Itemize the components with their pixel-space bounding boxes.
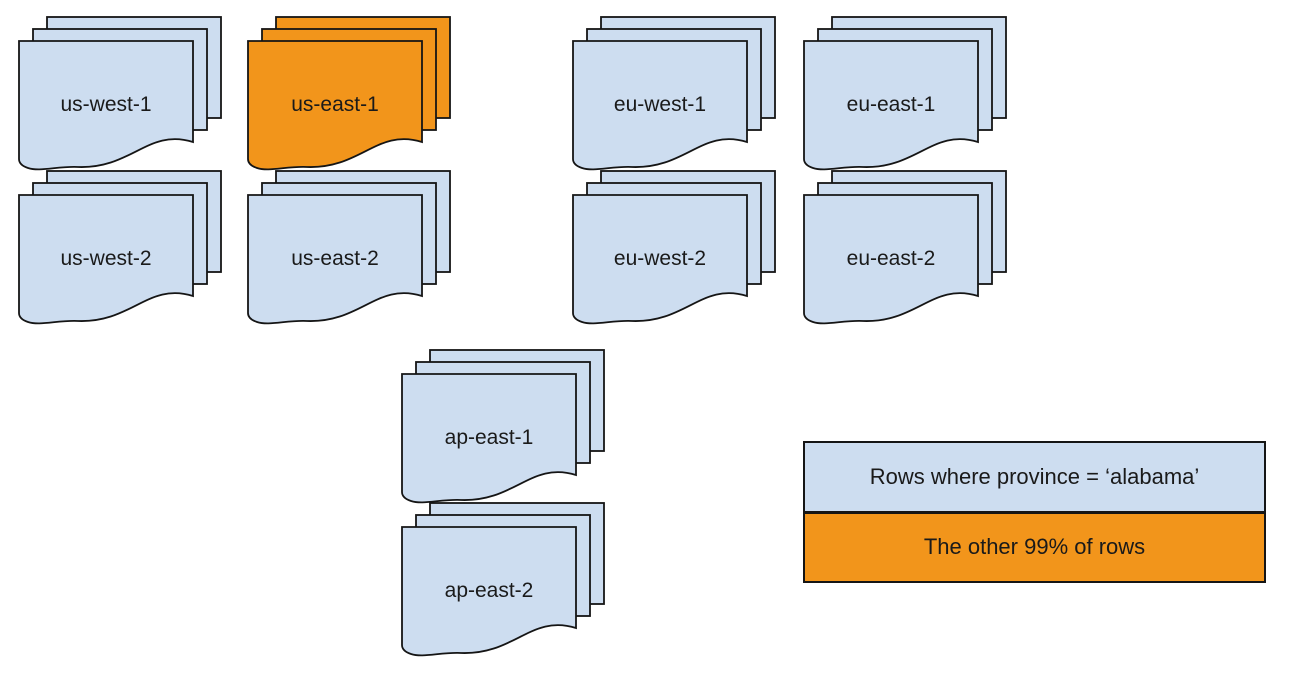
region-label: ap-east-2 [445,579,534,602]
region-stack-us-west-1: us-west-1 [18,16,224,172]
region-stack-us-west-2: us-west-2 [18,170,224,326]
region-stack-us-east-1: us-east-1 [247,16,453,172]
legend: Rows where province = ‘alabama’ The othe… [803,441,1266,583]
region-stack-us-east-2: us-east-2 [247,170,453,326]
region-label: eu-east-2 [847,247,936,270]
legend-item-alabama-rows: Rows where province = ‘alabama’ [805,443,1264,514]
region-stack-eu-west-2: eu-west-2 [572,170,778,326]
legend-item-label: Rows where province = ‘alabama’ [869,463,1200,489]
legend-item-other-rows: The other 99% of rows [805,513,1264,581]
region-label: us-west-1 [60,93,151,116]
region-stack-eu-west-1: eu-west-1 [572,16,778,172]
region-stack-ap-east-1: ap-east-1 [401,349,607,505]
region-label: eu-west-1 [614,93,706,116]
region-stack-eu-east-2: eu-east-2 [803,170,1009,326]
region-stack-ap-east-2: ap-east-2 [401,502,607,658]
region-stack-eu-east-1: eu-east-1 [803,16,1009,172]
region-label: us-west-2 [60,247,151,270]
legend-item-label: The other 99% of rows [923,534,1146,560]
region-label: us-east-1 [291,93,379,116]
region-label: eu-east-1 [847,93,936,116]
region-label: ap-east-1 [445,426,534,449]
region-label: us-east-2 [291,247,379,270]
region-label: eu-west-2 [614,247,706,270]
